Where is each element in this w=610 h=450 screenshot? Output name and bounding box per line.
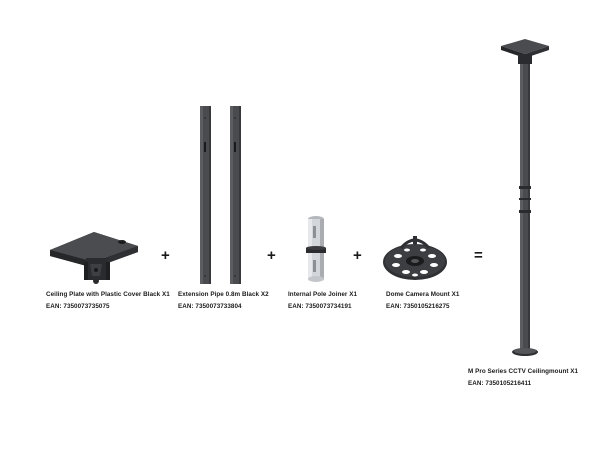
component-ean: EAN: 7350073734191	[288, 303, 352, 310]
equals-operator: =	[474, 247, 483, 264]
pole-joiner-image	[304, 214, 328, 284]
ceiling-plate-image	[44, 228, 144, 286]
plus-operator: +	[353, 247, 362, 264]
assembled-mount-image	[495, 38, 555, 360]
component-extension-pipe: Extension Pipe 0.8m Black X2 EAN: 735007…	[178, 289, 269, 313]
component-name: Dome Camera Mount X1	[386, 291, 460, 298]
dome-mount-image	[380, 232, 450, 284]
component-name: Internal Pole Joiner X1	[288, 291, 358, 298]
plus-operator: +	[161, 247, 170, 264]
component-pole-joiner: Internal Pole Joiner X1 EAN: 73500737341…	[288, 289, 357, 313]
component-name: Ceiling Plate with Plastic Cover Black X…	[46, 291, 170, 298]
component-ean: EAN: 7350073733804	[178, 303, 242, 310]
extension-pipe-image	[198, 106, 246, 284]
component-ean: EAN: 7350073735075	[46, 303, 110, 310]
component-name: Extension Pipe 0.8m Black X2	[178, 291, 269, 298]
result-name: M Pro Series CCTV Ceilingmount X1	[468, 368, 579, 375]
plus-operator: +	[267, 247, 276, 264]
component-dome-mount: Dome Camera Mount X1 EAN: 7350105216275	[386, 289, 459, 313]
component-ean: EAN: 7350105216275	[386, 303, 450, 310]
result-ean: EAN: 7350105216411	[468, 380, 532, 387]
result-assembled-mount: M Pro Series CCTV Ceilingmount X1 EAN: 7…	[468, 366, 578, 390]
component-ceiling-plate: Ceiling Plate with Plastic Cover Black X…	[46, 289, 170, 313]
